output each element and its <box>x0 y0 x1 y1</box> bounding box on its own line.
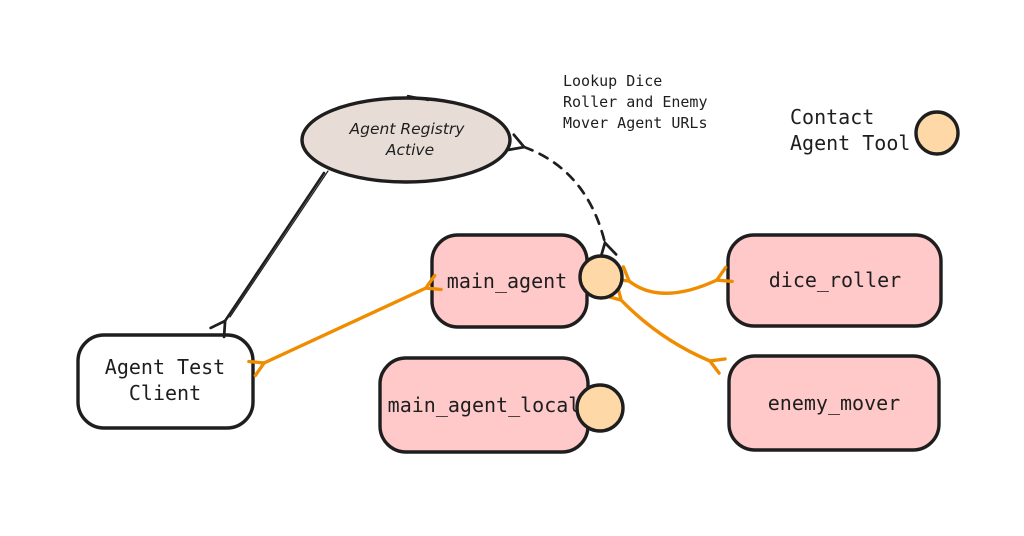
node-enemy-mover: enemy_mover <box>727 354 941 452</box>
edge-client-to-main-agent-arrow <box>247 273 443 378</box>
edge-registry-to-client-arrow <box>209 171 326 339</box>
main-agent-local-label: main_agent_local <box>388 393 581 417</box>
pen-tick-decoration <box>406 94 430 102</box>
legend-label-line2: Agent Tool <box>790 131 910 155</box>
agent-registry-label-line2: Active <box>385 141 434 159</box>
node-dice-roller: dice_roller <box>726 233 943 328</box>
ink-edges <box>209 133 618 339</box>
main-agent-local-contact-tool-circle <box>575 383 625 433</box>
node-agent-registry: Agent Registry Active <box>300 94 512 184</box>
note-line3: Mover Agent URLs <box>563 114 708 132</box>
contact-edges <box>247 265 734 378</box>
agent-test-client-label-line2: Client <box>129 381 201 405</box>
node-agent-test-client: Agent Test Client <box>76 333 255 430</box>
main-agent-contact-tool-circle <box>578 254 624 300</box>
edge-main-agent-to-dice-roller-arrow <box>612 265 734 295</box>
edge-main-agent-to-enemy-mover-arrow <box>604 283 727 375</box>
edge-registry-to-client-sketch-stroke <box>229 170 329 318</box>
agent-registry-ellipse <box>300 96 512 184</box>
enemy-mover-box <box>727 354 941 452</box>
agent-test-client-label-line1: Agent Test <box>105 355 225 379</box>
legend-contact-agent-tool: Contact Agent Tool <box>790 105 960 156</box>
node-main-agent-local: main_agent_local <box>378 356 590 454</box>
main-agent-label: main_agent <box>447 269 567 293</box>
agent-test-client-box <box>76 333 255 430</box>
edge-registry-lookup-dashed-arrow <box>506 133 618 260</box>
agent-registry-label-line1: Agent Registry <box>349 120 466 138</box>
note-lookup-urls: Lookup Dice Roller and Enemy Mover Agent… <box>563 72 708 132</box>
legend-label-line1: Contact <box>790 105 874 129</box>
note-line2: Roller and Enemy <box>563 93 708 111</box>
dice-roller-label: dice_roller <box>769 268 901 292</box>
note-line1: Lookup Dice <box>563 72 662 90</box>
enemy-mover-label: enemy_mover <box>768 391 900 415</box>
node-main-agent: main_agent <box>430 233 589 329</box>
contact-agent-tool-legend-circle <box>914 110 960 156</box>
